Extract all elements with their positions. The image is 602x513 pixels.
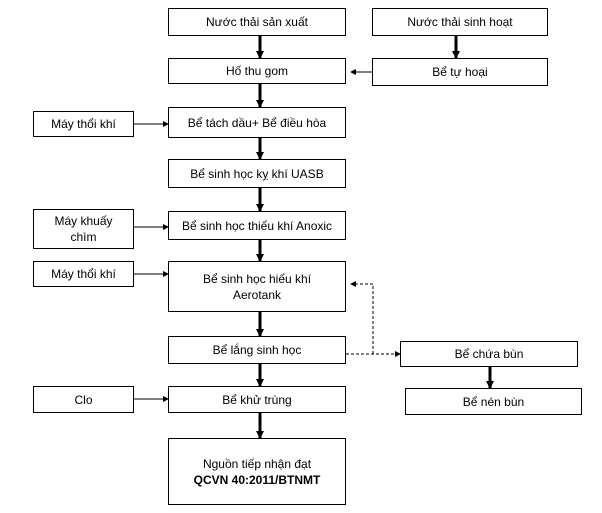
box-be-uasb: Bể sinh học kỵ khí UASB (168, 159, 346, 188)
label-be-khu-trung: Bể khử trùng (222, 392, 292, 407)
box-nguon-tiep-nhan: Nguồn tiếp nhận đạt QCVN 40:2011/BTNMT (168, 438, 346, 505)
box-may-thoi-khi-2: Máy thổi khí (33, 261, 134, 287)
label-be-tach-dau-dieu-hoa: Bể tách dầu+ Bể điều hòa (187, 115, 327, 130)
label-may-thoi-khi-2: Máy thổi khí (51, 267, 116, 281)
box-be-lang-sinh-hoc: Bể lắng sinh học (168, 336, 346, 364)
label-nuoc-thai-san-xuat: Nước thải sản xuất (206, 15, 308, 29)
label-may-thoi-khi-1: Máy thổi khí (51, 117, 116, 131)
label-nguon-tiep-nhan-line1: Nguồn tiếp nhận đạt (202, 456, 312, 471)
box-be-chua-bun: Bể chứa bùn (400, 341, 578, 367)
box-be-tach-dau-dieu-hoa: Bể tách dầu+ Bể điều hòa (168, 107, 346, 138)
box-may-khuay-chim: Máy khuấy chìm (33, 209, 134, 249)
box-be-tu-hoai: Bể tự hoại (372, 58, 548, 86)
box-be-nen-bun: Bể nén bùn (405, 388, 582, 415)
box-nuoc-thai-san-xuat: Nước thải sản xuất (168, 8, 346, 36)
label-may-khuay-chim-line1: Máy khuấy (54, 214, 113, 228)
label-may-khuay-chim-line2: chìm (70, 230, 97, 244)
box-ho-thu-gom: Hố thu gom (168, 58, 346, 84)
label-be-aerotank-line1: Bể sinh học hiếu khí (202, 271, 312, 286)
box-nuoc-thai-sinh-hoat: Nước thải sinh hoạt (372, 8, 548, 36)
label-nuoc-thai-sinh-hoat: Nước thải sinh hoạt (407, 15, 513, 29)
box-be-anoxic: Bể sinh học thiếu khí Anoxic (168, 211, 346, 240)
arrow-sludge-return-to-aerotank (350, 281, 374, 354)
label-clo: Clo (74, 392, 93, 407)
label-be-uasb: Bể sinh học kỵ khí UASB (190, 166, 324, 181)
label-ho-thu-gom: Hố thu gom (225, 64, 289, 78)
box-be-khu-trung: Bể khử trùng (168, 386, 346, 413)
box-be-aerotank: Bể sinh học hiếu khí Aerotank (168, 261, 346, 312)
box-may-thoi-khi-1: Máy thổi khí (33, 111, 134, 137)
label-nguon-tiep-nhan-standard: QCVN 40:2011/BTNMT (193, 472, 321, 487)
label-be-nen-bun: Bể nén bùn (462, 394, 525, 409)
label-be-lang-sinh-hoc: Bể lắng sinh học (212, 343, 302, 357)
label-be-anoxic: Bể sinh học thiếu khí Anoxic (181, 218, 333, 233)
label-be-tu-hoai: Bể tự hoại (432, 65, 488, 79)
label-be-chua-bun: Bể chứa bùn (454, 347, 524, 361)
label-be-aerotank-line2: Aerotank (232, 287, 282, 302)
box-clo: Clo (33, 386, 134, 413)
